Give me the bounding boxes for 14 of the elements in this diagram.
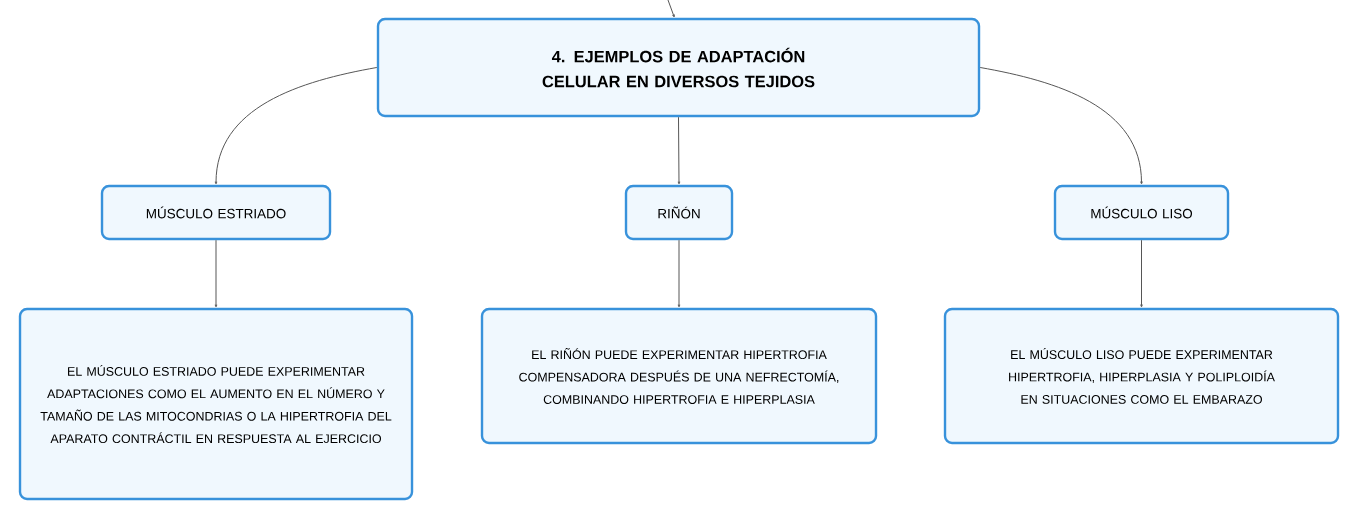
arrow bbox=[667, 0, 675, 18]
arrow bbox=[979, 67, 1143, 185]
topic-box: 4. EJEMPLOS DE ADAPTACIÓN CELULAR EN DIVERSOS TEJIDOS bbox=[376, 17, 981, 118]
subtopic-box: MÚSCULO LISO bbox=[1053, 184, 1230, 241]
subtopic-box: MÚSCULO ESTRIADO bbox=[100, 184, 332, 241]
subtopic-box: RIÑÓN bbox=[624, 184, 734, 241]
arrow bbox=[214, 67, 378, 185]
description-box: EL MÚSCULO LISO PUEDE EXPERIMENTAR HIPERTROFIA, HIPERPLASIA Y POLIPLOIDÍA EN SITUACIONES COMO EL EMBARAZO bbox=[943, 307, 1340, 445]
arrow bbox=[677, 239, 681, 308]
arrow bbox=[677, 116, 681, 185]
description-box: EL RIÑÓN PUEDE EXPERIMENTAR HIPERTROFIA COMPENSADORA DESPUÉS DE UNA NEFRECTOMÍA, COMBINANDO HIPERTROFIA E HIPERPLASIA bbox=[480, 307, 878, 445]
description-box: EL MÚSCULO ESTRIADO PUEDE EXPERIMENTAR ADAPTACIONES COMO EL AUMENTO EN EL NÚMERO Y TAMAÑO DE LAS MITOCONDRIAS O LA HIPERTROFIA DEL APARATO CONTRÁCTIL EN RESPUESTA AL EJERCICIO bbox=[18, 307, 414, 501]
arrow bbox=[214, 239, 218, 308]
arrow bbox=[1140, 239, 1143, 308]
